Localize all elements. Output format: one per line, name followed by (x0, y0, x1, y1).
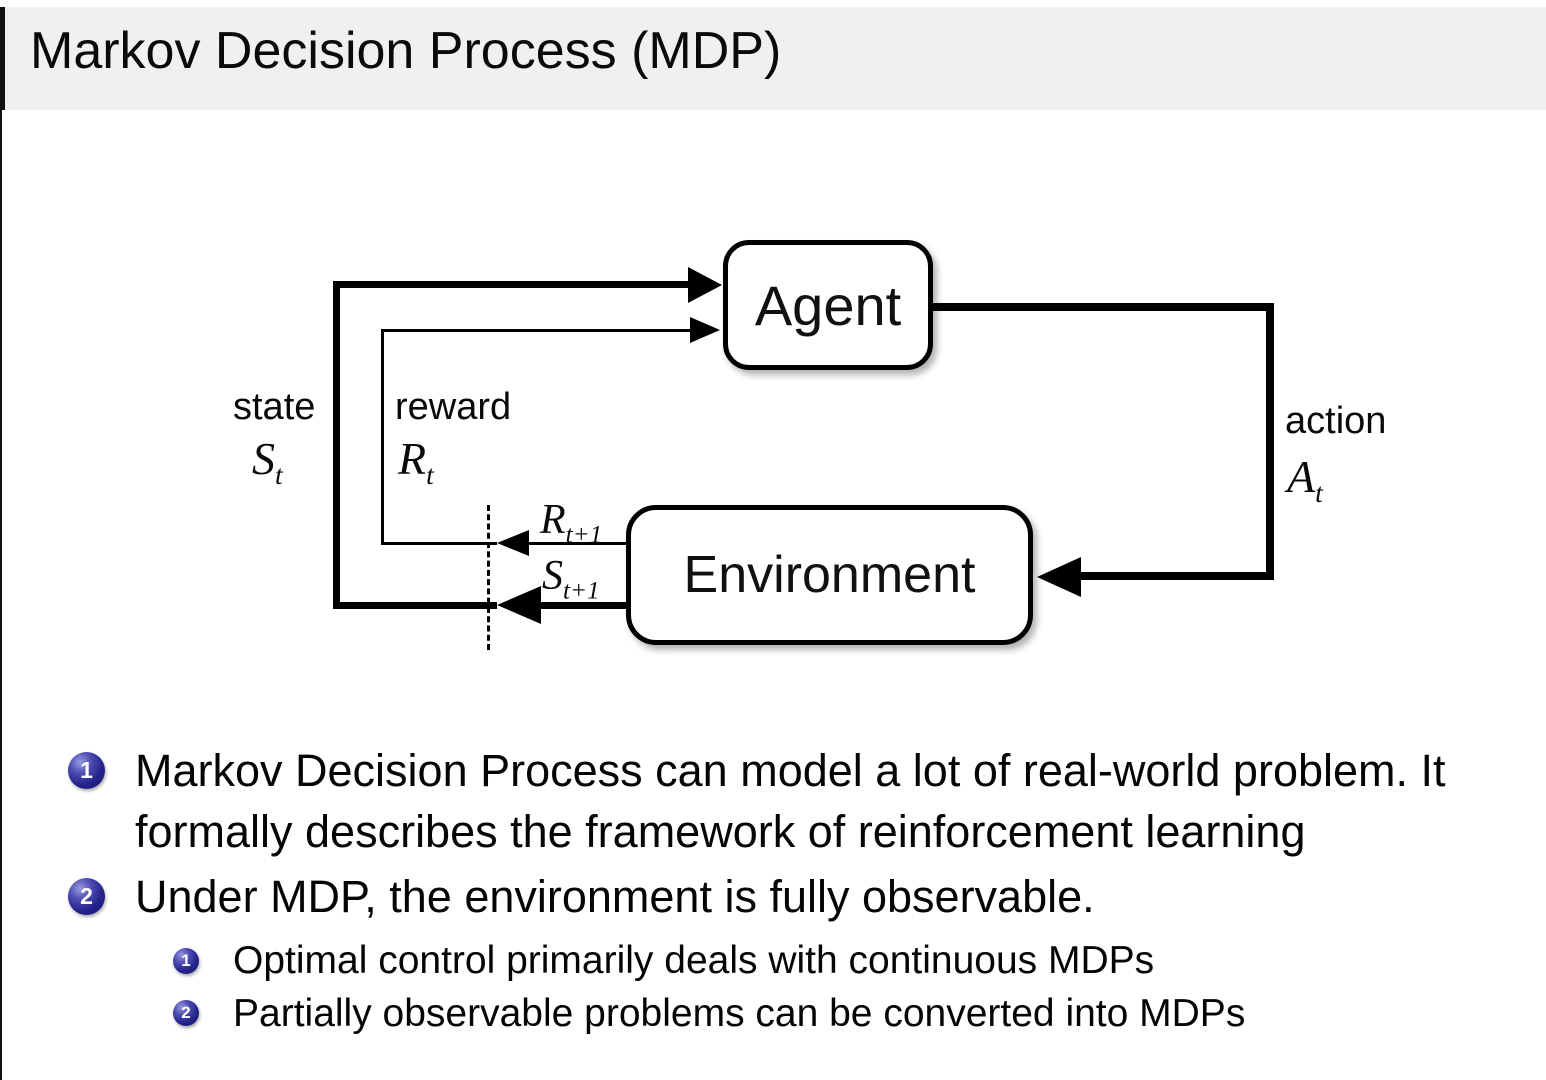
sub-bullet-1-text: Optimal control primarily deals with con… (233, 939, 1155, 982)
left-edge-body (0, 110, 2, 1080)
reward-symbol: Rt (398, 432, 434, 488)
action-word-label: action (1285, 400, 1387, 442)
next-reward-symbol: Rt+1 (540, 496, 602, 547)
title-band (0, 7, 1546, 110)
bullet-1-line-2: formally describes the framework of rein… (135, 806, 1306, 857)
arrow-next-reward-icon (497, 530, 529, 556)
state-symbol: St (252, 432, 283, 488)
next-reward-symbol-base: R (540, 497, 566, 543)
next-state-symbol: St+1 (542, 552, 600, 603)
bullet-1-line-1: Markov Decision Process can model a lot … (135, 745, 1446, 796)
reward-symbol-sub: t (426, 459, 434, 491)
state-symbol-base: S (252, 433, 275, 484)
action-symbol: At (1287, 450, 1323, 506)
timestep-dashed-line (487, 505, 490, 650)
sub-bullet-2-number: 2 (181, 1003, 191, 1022)
reward-loop-top-line (381, 329, 690, 332)
left-edge-title (0, 7, 5, 110)
bullet-1-text: Markov Decision Process can model a lot … (135, 740, 1525, 862)
action-loop-bottom-line (1080, 572, 1274, 580)
environment-label: Environment (683, 546, 976, 604)
action-loop-vertical-line (1266, 303, 1274, 576)
bullet-1-number: 1 (80, 757, 93, 783)
agent-box: Agent (723, 240, 933, 370)
next-state-symbol-base: S (542, 553, 563, 599)
arrow-next-state-icon (497, 586, 541, 624)
reward-symbol-base: R (398, 433, 427, 484)
arrow-action-into-environment-icon (1037, 557, 1081, 597)
sub-bullet-2-text: Partially observable problems can be con… (233, 992, 1246, 1035)
bullet-2-text: Under MDP, the environment is fully obse… (135, 866, 1525, 927)
state-loop-top-line (333, 281, 690, 288)
sub-bullet-1-number: 1 (181, 951, 191, 970)
sub-bullet-2-ball: 2 (173, 1000, 199, 1026)
bullet-2-ball: 2 (68, 878, 105, 915)
arrow-state-into-agent-icon (688, 267, 722, 303)
next-state-symbol-sub: t+1 (563, 577, 600, 605)
next-reward-symbol-sub: t+1 (565, 521, 603, 549)
state-loop-bottom-line-left (333, 602, 497, 609)
reward-word-label: reward (395, 386, 512, 428)
environment-box: Environment (626, 505, 1033, 645)
agent-label: Agent (754, 273, 902, 337)
bullet-2-line-1: Under MDP, the environment is fully obse… (135, 871, 1095, 922)
action-symbol-base: A (1287, 451, 1316, 502)
reward-loop-vertical-line (381, 329, 384, 545)
bullet-1-ball: 1 (68, 752, 105, 789)
arrow-reward-into-agent-icon (690, 317, 720, 343)
state-loop-bottom-line-right (541, 602, 626, 609)
state-word-label: state (233, 386, 316, 428)
state-symbol-sub: t (275, 459, 283, 491)
bullet-2-number: 2 (80, 883, 93, 909)
state-loop-vertical-line (333, 281, 340, 609)
page-title: Markov Decision Process (MDP) (30, 22, 782, 80)
reward-loop-bottom-line-left (381, 542, 497, 545)
reward-loop-bottom-line-right (529, 542, 626, 545)
sub-bullet-1-ball: 1 (173, 948, 199, 974)
action-symbol-sub: t (1315, 477, 1323, 509)
action-loop-top-line (933, 303, 1274, 311)
